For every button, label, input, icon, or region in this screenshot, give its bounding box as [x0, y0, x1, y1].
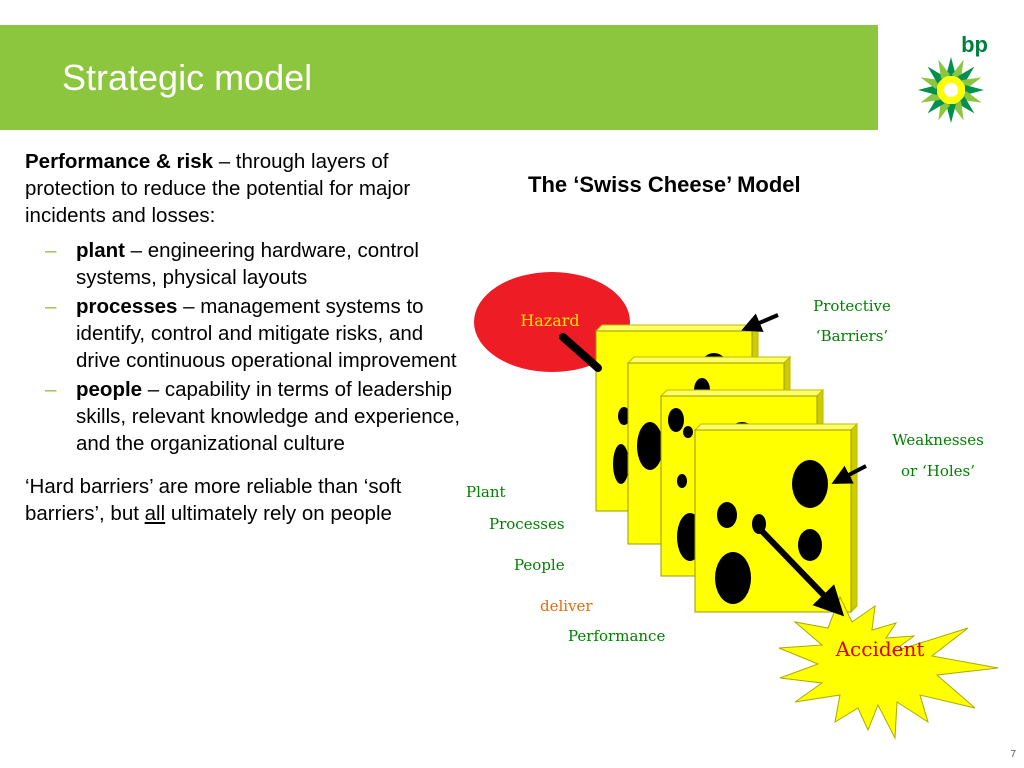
performance-label: Performance	[568, 627, 665, 645]
bullet-text: – management systems to identify, contro…	[76, 295, 457, 372]
cheese-hole	[715, 552, 751, 604]
plant-label: Plant	[466, 483, 506, 501]
helios-ray	[918, 85, 937, 95]
cheese-hole	[613, 444, 629, 484]
processes-label: Processes	[489, 515, 565, 533]
bullet-list: –plant – engineering hardware, control s…	[25, 237, 470, 457]
bullet-plant: –plant – engineering hardware, control s…	[25, 237, 470, 291]
protective-arrow	[741, 313, 779, 332]
helios-ray	[951, 59, 964, 79]
note-part1: ‘Hard barriers’ are more reliable than ‘…	[25, 475, 402, 525]
slide-title: Strategic model	[62, 57, 313, 98]
cheese-slice-4	[693, 422, 859, 614]
note-part2: ultimately rely on people	[165, 502, 392, 525]
hazard-ellipse	[474, 272, 630, 372]
bp-logo-text: bp	[961, 32, 988, 57]
diagram-title: The ‘Swiss Cheese’ Model	[528, 172, 801, 197]
protective-label-2: ‘Barriers’	[816, 327, 888, 345]
bullet-dash: –	[45, 239, 57, 262]
deliver-label: deliver	[540, 597, 593, 615]
helios-ray	[965, 85, 984, 95]
helios-ray	[938, 101, 951, 121]
bullet-bold: plant	[76, 239, 125, 262]
helios-ray	[938, 59, 951, 79]
hazard-trajectory-arrow	[755, 524, 845, 617]
cheese-hole	[717, 502, 737, 528]
helios-ray	[957, 66, 975, 84]
weakness-arrow	[831, 464, 867, 484]
cheese-hole	[668, 408, 684, 432]
accident-burst	[778, 595, 999, 740]
helios-ray	[927, 96, 945, 114]
header-bar: Strategic model	[0, 25, 878, 130]
people-label: People	[514, 556, 565, 574]
helios-ray	[920, 77, 940, 90]
accident-label: Accident	[835, 637, 925, 661]
cheese-hole	[792, 460, 828, 508]
bullet-bold: processes	[76, 295, 178, 318]
helios-icon	[918, 57, 984, 123]
bullet-bold: people	[76, 378, 143, 401]
protective-label-1: Protective	[813, 297, 891, 315]
weaknesses-label-2: or ‘Holes’	[901, 462, 975, 480]
helios-ray	[962, 90, 982, 103]
helios-ray	[927, 66, 945, 84]
note-underline: all	[144, 502, 166, 525]
helios-ray	[957, 96, 975, 114]
intro-rest: – through layers of protection to reduce…	[25, 150, 411, 227]
hazard-trajectory-start	[559, 333, 602, 372]
intro-paragraph: Performance & risk – through layers of p…	[25, 148, 470, 229]
weaknesses-label-1: Weaknesses	[892, 431, 984, 449]
bp-logo: bp	[905, 28, 1000, 133]
cheese-hole	[683, 426, 693, 438]
hazard-label: Hazard	[520, 311, 579, 330]
cheese-hole	[637, 422, 663, 470]
bullet-text: – capability in terms of leadership skil…	[76, 378, 461, 455]
intro-bold: Performance & risk	[25, 150, 214, 173]
barriers-note: ‘Hard barriers’ are more reliable than ‘…	[25, 473, 470, 527]
bullet-text: – engineering hardware, control systems,…	[76, 239, 419, 289]
bullet-dash: –	[45, 378, 57, 401]
helios-ray	[946, 104, 956, 123]
body-text: Performance & risk – through layers of p…	[25, 148, 470, 527]
cheese-hole	[798, 529, 822, 561]
cheese-hole	[677, 474, 687, 488]
slide-number: 7	[1010, 749, 1016, 760]
helios-ray	[946, 57, 956, 76]
cheese-hole	[618, 407, 630, 425]
bullet-dash: –	[45, 295, 57, 318]
bullet-processes: –processes – management systems to ident…	[25, 293, 470, 374]
bullet-people: –people – capability in terms of leaders…	[25, 376, 470, 457]
